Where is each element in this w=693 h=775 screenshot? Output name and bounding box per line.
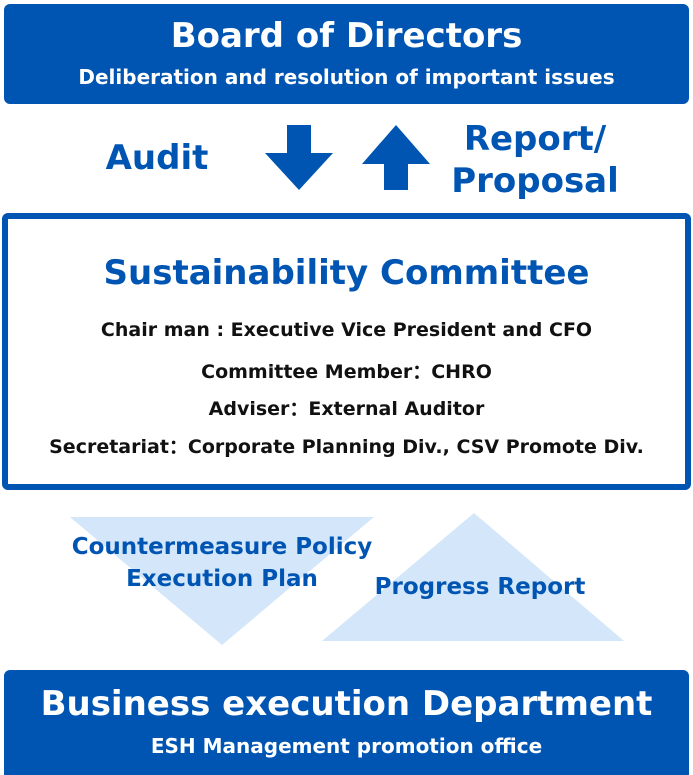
progress-report-label: Progress Report bbox=[374, 574, 586, 600]
down-triangle bbox=[70, 517, 374, 645]
board-subtitle: Deliberation and resolution of important… bbox=[78, 65, 615, 89]
business-execution-box: Business execution Department ESH Manage… bbox=[4, 670, 689, 775]
up-triangle bbox=[322, 513, 624, 641]
committee-chair: Chair man : Executive Vice President and… bbox=[100, 319, 593, 341]
committee-member: Committee Member：CHRO bbox=[201, 361, 492, 383]
execution-plan-label: Execution Plan bbox=[126, 566, 318, 592]
department-subtitle: ESH Management promotion office bbox=[150, 734, 543, 758]
department-title: Business execution Department bbox=[40, 684, 653, 724]
report-label: Report/ bbox=[463, 119, 607, 159]
proposal-label: Proposal bbox=[451, 161, 619, 201]
countermeasure-policy-label: Countermeasure Policy bbox=[71, 534, 373, 560]
committee-adviser: Adviser：External Auditor bbox=[208, 398, 485, 420]
sustainability-committee-box: Sustainability Committee Chair man : Exe… bbox=[2, 213, 691, 490]
committee-secretariat: Secretariat：Corporate Planning Div., CSV… bbox=[49, 436, 644, 458]
audit-label: Audit bbox=[105, 138, 209, 178]
board-title: Board of Directors bbox=[170, 16, 523, 56]
up-arrow-icon bbox=[362, 125, 430, 190]
down-arrow-icon bbox=[265, 125, 333, 190]
board-of-directors-box: Board of Directors Deliberation and reso… bbox=[4, 4, 689, 104]
committee-title: Sustainability Committee bbox=[103, 253, 590, 293]
